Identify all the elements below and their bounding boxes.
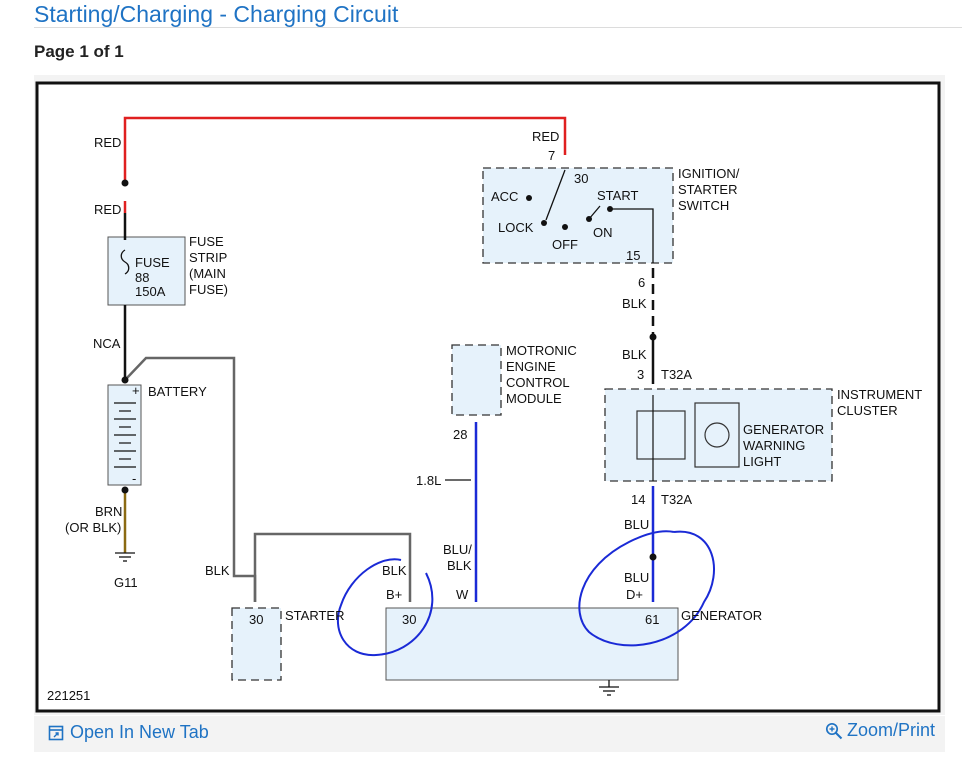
- magnifier-plus-icon: [825, 722, 843, 739]
- switch-pos-acc: ACC: [491, 189, 518, 204]
- page-title: Starting/Charging - Charging Circuit: [34, 1, 399, 27]
- battery-plus: +: [132, 383, 140, 398]
- fuse-label-line-3: (MAIN: [189, 266, 226, 281]
- ecm-label-line-3: CONTROL: [506, 375, 570, 390]
- wire-label-red-switch: RED: [532, 129, 559, 144]
- ground-label-g11: G11: [114, 575, 138, 590]
- ignition-contacts: [526, 169, 654, 263]
- ecm-label-line-4: MODULE: [506, 391, 562, 406]
- ecm-pin: 28: [453, 427, 467, 442]
- wire-label-blk-gen: BLK: [382, 563, 407, 578]
- cluster-label-line-2: CLUSTER: [837, 403, 898, 418]
- bottom-bar: Open In New Tab Zoom/Print: [34, 716, 945, 752]
- switch-pin-15: 15: [626, 248, 640, 263]
- switch-pos-on: ON: [593, 225, 613, 240]
- diagram-id: 221251: [47, 688, 90, 703]
- ignition-switch-box: [482, 167, 674, 264]
- splice-brn: [121, 486, 129, 494]
- warning-lamp-icon: [704, 422, 730, 448]
- open-in-new-tab-link[interactable]: Open In New Tab: [48, 722, 209, 743]
- open-in-new-tab-label: Open In New Tab: [70, 722, 209, 742]
- starter-label: STARTER: [285, 608, 344, 623]
- fuse-rating: 150A: [135, 284, 166, 299]
- engine-variant-1-8l: 1.8L: [416, 473, 441, 488]
- wire-label-blk-1: BLK: [622, 296, 647, 311]
- switch-label-line-3: SWITCH: [678, 198, 729, 213]
- fuse-name: FUSE: [135, 255, 170, 270]
- generator-pin-bplus-name: B+: [386, 587, 402, 602]
- ecm-box: [451, 344, 502, 416]
- wire-label-red-left-lower: RED: [94, 202, 121, 217]
- lamp-label-line-1: GENERATOR: [743, 422, 824, 437]
- page-count: Page 1 of 1: [34, 42, 124, 61]
- fuse-label-line-1: FUSE: [189, 234, 224, 249]
- switch-pos-lock: LOCK: [498, 220, 534, 235]
- annotation-circle-dplus: [578, 530, 715, 647]
- switch-pos-start: START: [597, 188, 638, 203]
- starter-pin: 30: [249, 612, 263, 627]
- lamp-label-line-3: LIGHT: [743, 454, 781, 469]
- splice-blu: [649, 553, 657, 561]
- red-wire-main: [123, 116, 567, 183]
- zoom-print-link[interactable]: Zoom/Print: [825, 720, 935, 741]
- switch-pos-off: OFF: [552, 237, 578, 252]
- fuse-label-line-2: STRIP: [189, 250, 227, 265]
- ground-symbol-generator: [599, 680, 619, 696]
- generator-box: [385, 607, 679, 681]
- generator-label: GENERATOR: [681, 608, 762, 623]
- wire-label-nca: NCA: [93, 336, 121, 351]
- splice-nca: [121, 376, 129, 384]
- generator-pin-w-name: W: [456, 587, 469, 602]
- splice-red: [121, 179, 129, 187]
- generator-pin-dplus-name: D+: [626, 587, 643, 602]
- switch-pin-out: 6: [638, 275, 645, 290]
- wire-label-or-blk: (OR BLK): [65, 520, 121, 535]
- fuse-box: [107, 236, 186, 306]
- fuse-symbol: [120, 249, 130, 275]
- fuse-label-line-4: FUSE): [189, 282, 228, 297]
- annotation-circle-bplus: [336, 558, 434, 657]
- switch-label-line-1: IGNITION/: [678, 166, 740, 181]
- lamp-label-line-2: WARNING: [743, 438, 805, 453]
- wire-label-blu-blk-bottom: BLK: [447, 558, 472, 573]
- wire-label-brn: BRN: [95, 504, 122, 519]
- zoom-print-label: Zoom/Print: [846, 720, 935, 740]
- cluster-pin-top: 3: [637, 367, 644, 382]
- ecm-label-line-2: ENGINE: [506, 359, 556, 374]
- battery-label: BATTERY: [148, 384, 207, 399]
- battery-cells: [114, 402, 136, 468]
- generator-pin-30: 30: [402, 612, 416, 627]
- wire-label-blk-2: BLK: [622, 347, 647, 362]
- switch-pin-30: 30: [574, 171, 588, 186]
- cluster-module: [636, 410, 686, 460]
- cluster-label-line-1: INSTRUMENT: [837, 387, 922, 402]
- wire-label-red-top-left: RED: [94, 135, 121, 150]
- ecm-label-line-1: MOTRONIC: [506, 343, 577, 358]
- battery-minus: -: [132, 471, 136, 486]
- switch-pin-in: 7: [548, 148, 555, 163]
- wiring-diagram: RED RED RED NCA BRN (OR BLK) G11 FUSE 88…: [35, 81, 941, 713]
- cluster-connector-top: T32A: [661, 367, 692, 382]
- wire-label-blu-blk-top: BLU/: [443, 542, 472, 557]
- fuse-number: 88: [135, 270, 149, 285]
- generator-pin-61: 61: [645, 612, 659, 627]
- splice-blk: [649, 333, 657, 341]
- cluster-connector-bottom: T32A: [661, 492, 692, 507]
- wire-label-blu-gen: BLU: [624, 570, 649, 585]
- wire-label-blu-cluster: BLU: [624, 517, 649, 532]
- diagram-panel: RED RED RED NCA BRN (OR BLK) G11 FUSE 88…: [34, 75, 945, 715]
- wire-label-blk-starter: BLK: [205, 563, 230, 578]
- gray-wire-starter-generator: [253, 532, 412, 602]
- starter-box: [231, 607, 282, 681]
- switch-label-line-2: STARTER: [678, 182, 737, 197]
- open-in-new-tab-icon: [48, 725, 64, 740]
- title-divider: [34, 27, 962, 28]
- cluster-pin-bottom: 14: [631, 492, 645, 507]
- ground-symbol-g11: [115, 552, 135, 562]
